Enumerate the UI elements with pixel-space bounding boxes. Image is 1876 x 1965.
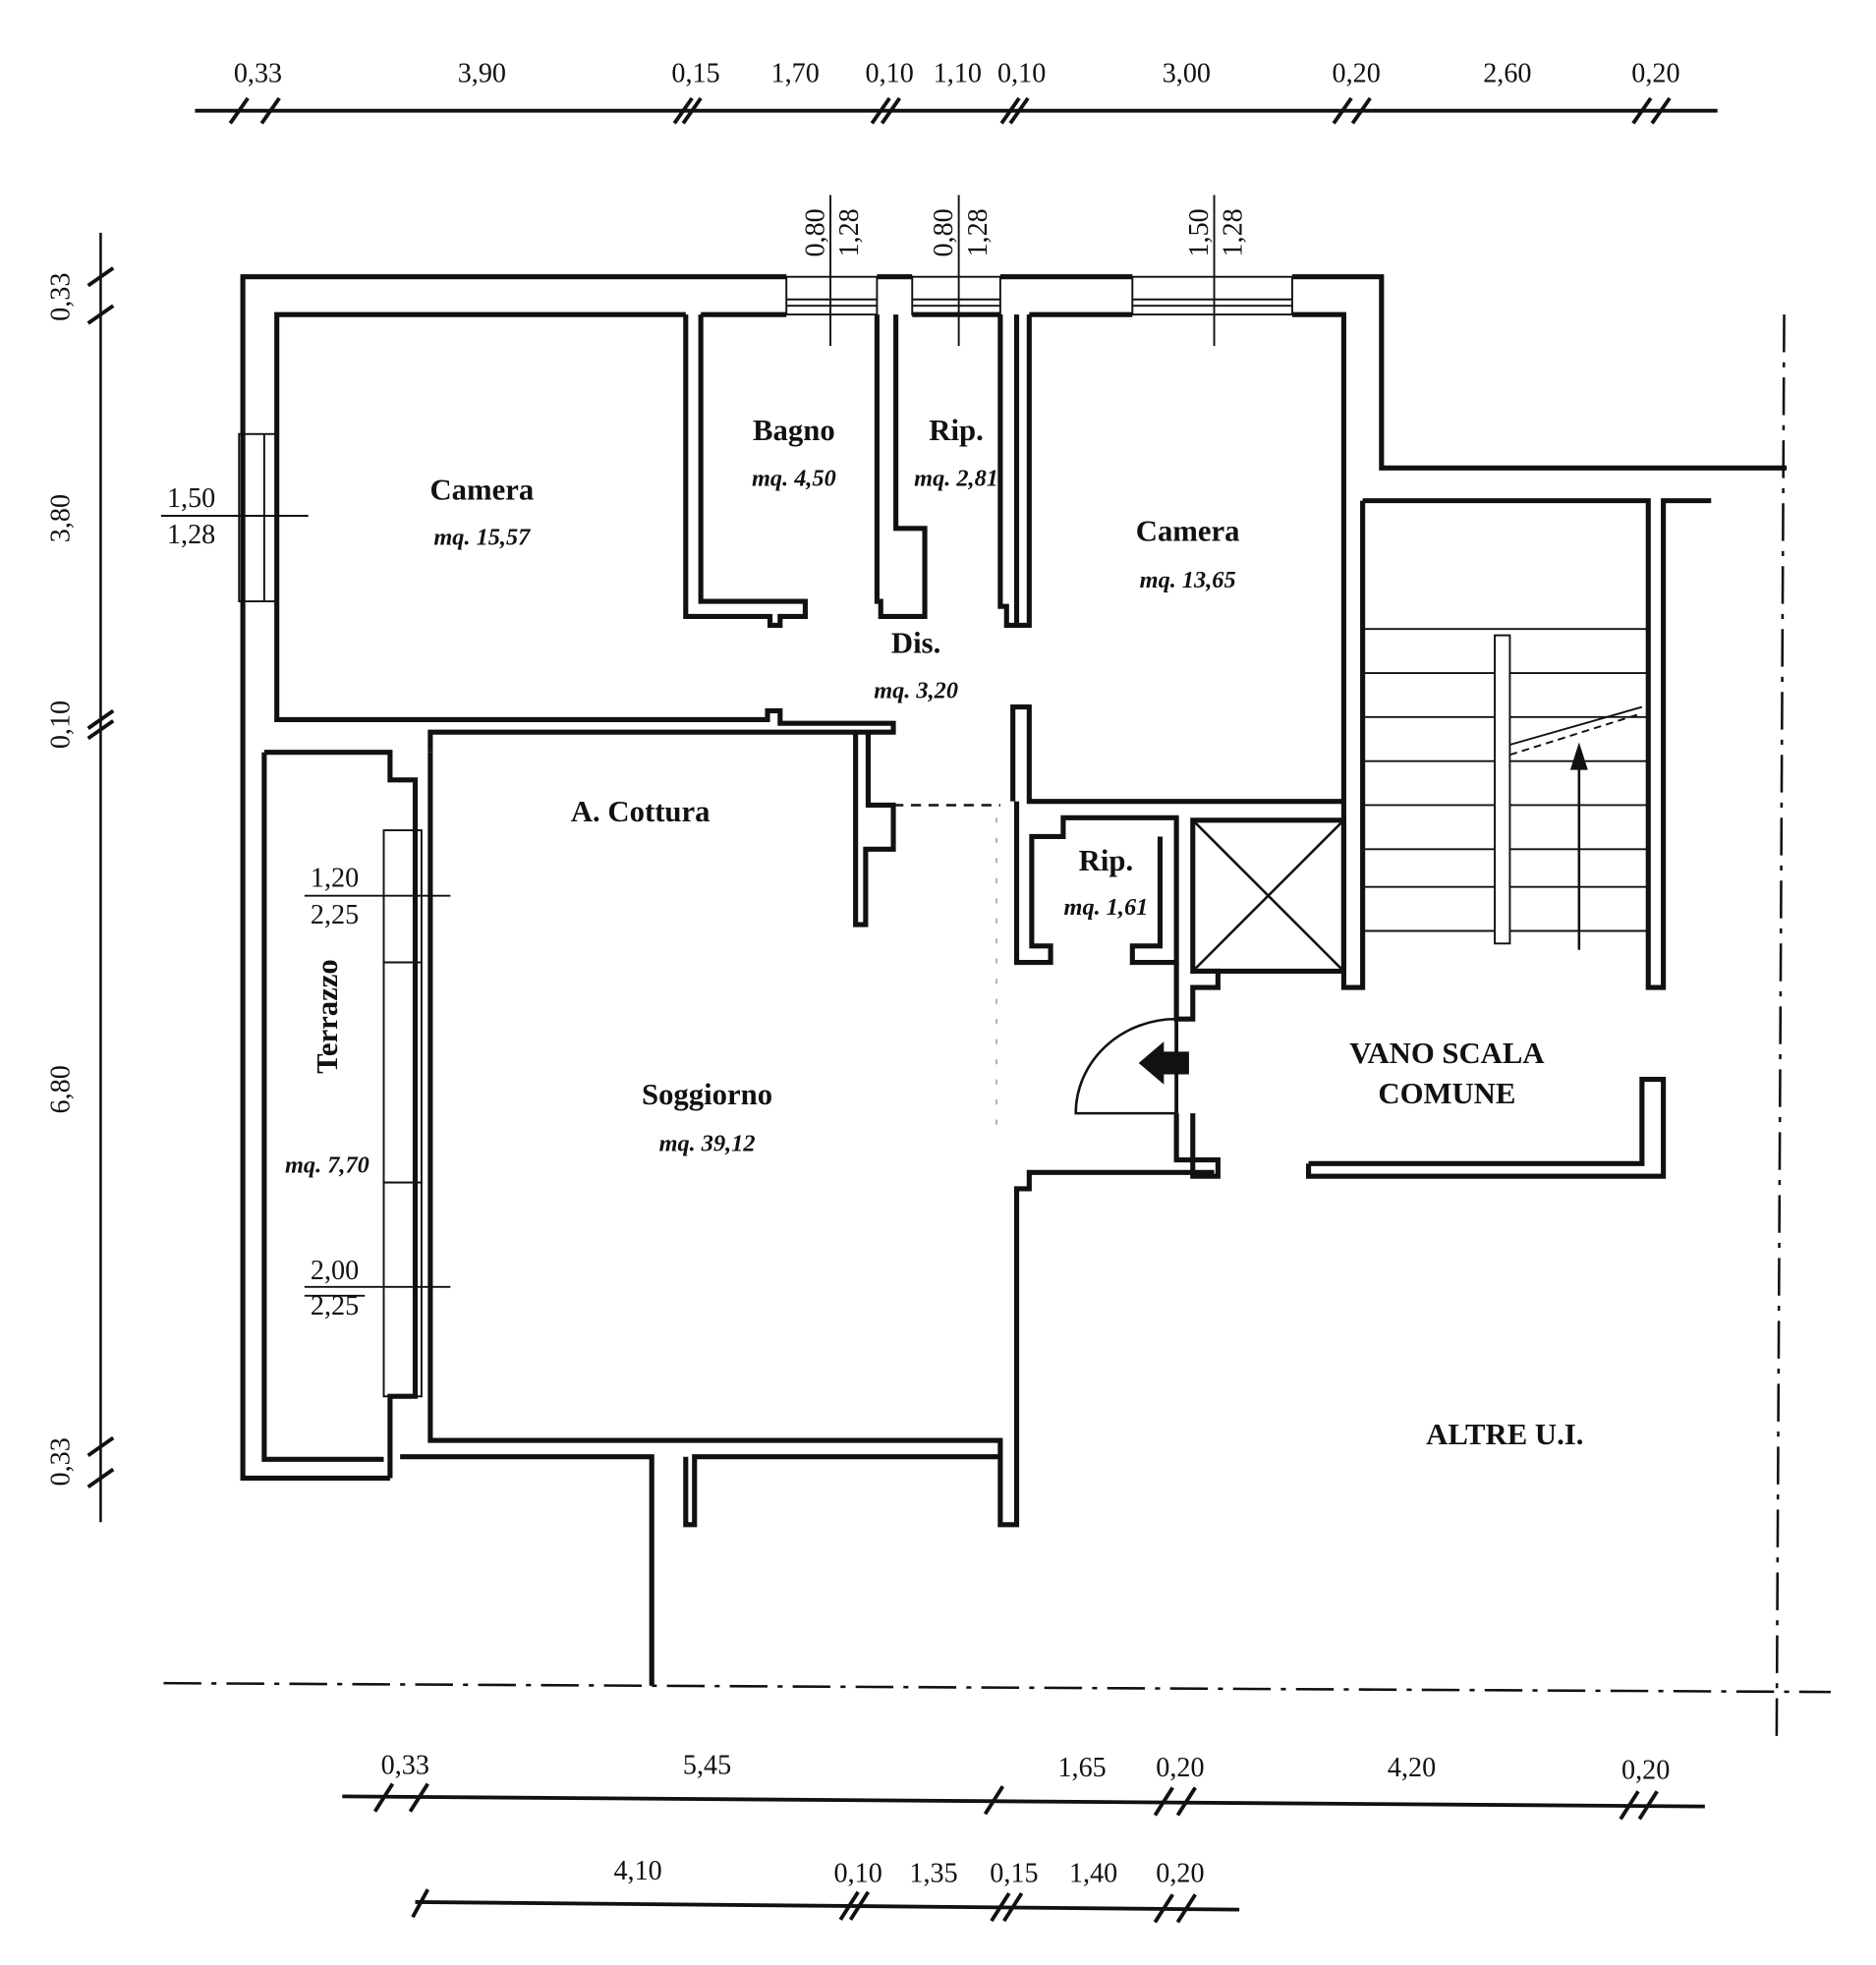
- dim-label: 2,60: [1483, 58, 1531, 88]
- property-boundary: [163, 314, 1831, 1743]
- top-dimension-line: 0,33 3,90 0,15 1,70 0,10 1,10 0,10 3,00 …: [195, 58, 1718, 125]
- room-area: mq. 39,12: [659, 1131, 756, 1157]
- room-name: A. Cottura: [571, 795, 711, 828]
- dim-label: 0,20: [1333, 58, 1381, 88]
- window-width: 1,50: [167, 483, 215, 514]
- dim-label: 0,10: [866, 58, 914, 88]
- dim-label: 0,15: [671, 58, 719, 88]
- dim-label: 0,33: [45, 273, 76, 321]
- room-name: Rip.: [929, 414, 983, 447]
- staircase: [1362, 628, 1649, 945]
- dim-label: 0,33: [381, 1750, 429, 1780]
- stair-direction-arrow-icon: [1569, 742, 1588, 950]
- other-units-label: ALTRE U.I.: [1426, 1418, 1583, 1451]
- window-height: 1,28: [963, 208, 994, 256]
- dim-label: 1,10: [934, 58, 982, 88]
- window-width: 0,80: [929, 208, 959, 256]
- dim-label: 0,15: [990, 1858, 1038, 1888]
- dim-label: 1,40: [1069, 1858, 1117, 1888]
- window-width: 1,20: [311, 864, 359, 894]
- room-name: Bagno: [753, 414, 835, 447]
- stair-label: COMUNE: [1378, 1077, 1515, 1110]
- dim-label: 3,90: [458, 58, 506, 88]
- room-area: mq. 13,65: [1140, 567, 1236, 593]
- room-name: Rip.: [1079, 844, 1133, 877]
- window-rip: [911, 275, 1001, 316]
- room-name: Soggiorno: [642, 1078, 772, 1111]
- window-height: 1,28: [834, 208, 865, 256]
- dim-label: 5,45: [683, 1750, 731, 1780]
- window-height: 2,25: [311, 1291, 359, 1321]
- room-area: mq. 3,20: [874, 678, 958, 704]
- dim-label: 3,80: [45, 494, 76, 542]
- window-height: 1,28: [1219, 208, 1249, 256]
- room-name: Terrazzo: [311, 959, 344, 1074]
- entrance-arrow-icon: [1138, 1041, 1189, 1085]
- windows: [160, 195, 1293, 1398]
- dim-label: 1,35: [909, 1858, 957, 1888]
- dim-label: 4,10: [613, 1856, 661, 1886]
- dim-label: 4,20: [1388, 1753, 1436, 1783]
- window-bagno: [785, 275, 879, 316]
- room-area: mq. 2,81: [914, 465, 998, 491]
- room-area: mq. 1,61: [1064, 894, 1149, 921]
- window-terrazzo-3: [382, 1181, 423, 1398]
- left-dimension-line: 0,33 3,80 0,10 6,80 0,33: [45, 232, 115, 1523]
- window-camera-left: [238, 432, 278, 603]
- dim-label: 0,10: [45, 701, 76, 749]
- dim-label: 0,10: [834, 1858, 882, 1888]
- dim-label: 0,20: [1631, 58, 1679, 88]
- room-area: mq. 4,50: [752, 465, 836, 491]
- window-camera-right: [1131, 275, 1293, 316]
- room-area: mq. 7,70: [285, 1151, 370, 1178]
- dim-label: 0,20: [1621, 1755, 1670, 1785]
- window-width: 0,80: [801, 208, 831, 256]
- room-area: mq. 15,57: [433, 524, 531, 550]
- dim-label: 0,33: [234, 58, 282, 88]
- room-name: Camera: [429, 473, 534, 506]
- dim-label: 1,65: [1057, 1753, 1106, 1783]
- bottom-dimension-line-1: 0,33 5,45 1,65 0,20 4,20 0,20: [342, 1750, 1705, 1821]
- walls: [240, 274, 1788, 1686]
- window-height: 1,28: [167, 520, 215, 550]
- dim-label: 0,10: [997, 58, 1046, 88]
- window-width: 2,00: [311, 1256, 359, 1286]
- bottom-dimension-line-2: 4,10 0,10 1,35 0,15 1,40 0,20: [411, 1856, 1240, 1924]
- dim-label: 0,33: [45, 1437, 76, 1486]
- dim-label: 0,20: [1156, 1753, 1204, 1783]
- elevator-shaft-icon: [1190, 817, 1346, 975]
- room-name: Camera: [1136, 515, 1240, 548]
- dim-label: 1,70: [771, 58, 820, 88]
- room-name: Dis.: [891, 627, 940, 660]
- stair-label: VANO SCALA: [1349, 1037, 1544, 1070]
- dim-label: 0,20: [1156, 1858, 1204, 1888]
- window-height: 2,25: [311, 900, 359, 930]
- window-width: 1,50: [1184, 208, 1215, 256]
- dim-label: 3,00: [1163, 58, 1211, 88]
- dim-label: 6,80: [45, 1065, 76, 1113]
